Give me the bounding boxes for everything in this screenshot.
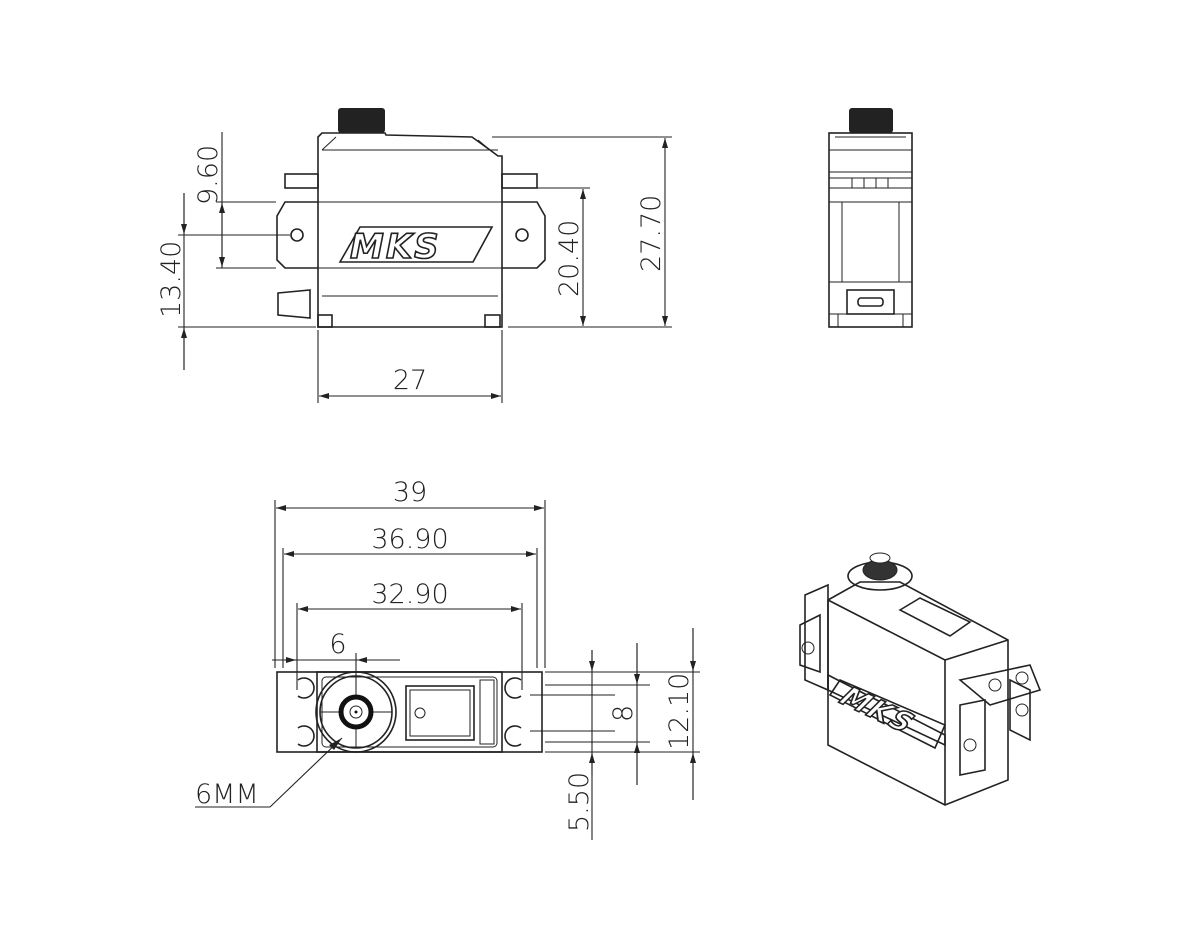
front-view: MKS 9.60 13.40 20.40 (156, 108, 672, 403)
svg-text:27.70: 27.70 (636, 195, 667, 272)
left-mount-slot (297, 677, 315, 747)
left-mount-hole (290, 228, 304, 242)
svg-text:27: 27 (393, 365, 427, 396)
dimension-36-90: 36.90 (282, 524, 538, 668)
dimension-12-10: 12.10 (664, 628, 696, 800)
side-gear-icon (849, 108, 893, 133)
left-mount-ear (276, 201, 318, 269)
dimension-5-50: 5.50 (564, 650, 595, 840)
svg-text:13.40: 13.40 (156, 241, 187, 318)
svg-text:39: 39 (393, 477, 427, 508)
svg-text:6MM: 6MM (195, 779, 259, 810)
bottom-label-plate (405, 685, 475, 741)
svg-text:36.90: 36.90 (371, 524, 448, 555)
dimension-27: 27 (317, 330, 503, 403)
svg-text:9.60: 9.60 (193, 145, 224, 205)
logo-plate (338, 226, 494, 263)
dimension-39: 39 (274, 477, 546, 668)
dimension-13-40: 13.40 (156, 193, 316, 370)
output-gear-icon (338, 108, 385, 133)
side-view (828, 108, 913, 328)
svg-text:6: 6 (329, 629, 346, 660)
shaft-callout: 6MM (195, 737, 343, 810)
svg-text:20.40: 20.40 (554, 220, 585, 297)
dimension-8: 8 (608, 643, 640, 785)
iso-brand-logo: MKS (834, 681, 922, 740)
brand-logo: MKS (350, 227, 441, 267)
left-tab (284, 173, 319, 189)
cable-connector (277, 289, 311, 319)
right-foot (484, 314, 501, 328)
dimension-right-extension-lines (530, 671, 700, 753)
right-tab (501, 173, 538, 189)
bottom-view: 39 36.90 32.90 6 (195, 477, 700, 840)
side-connector-port (846, 289, 895, 315)
dimension-32-90: 32.90 (296, 579, 523, 690)
right-mount-ear (502, 201, 546, 269)
right-mount-hole (515, 228, 529, 242)
left-foot (317, 314, 333, 328)
svg-text:32.90: 32.90 (371, 579, 448, 610)
isometric-view: MKS (799, 552, 1042, 806)
dimension-20-40: 20.40 (508, 187, 672, 328)
svg-text:8: 8 (608, 705, 639, 722)
svg-text:5.50: 5.50 (564, 772, 595, 832)
dimension-27-70: 27.70 (492, 136, 672, 326)
dimension-6: 6 (272, 629, 400, 690)
svg-text:12.10: 12.10 (664, 673, 695, 750)
dimension-9-60: 9.60 (193, 132, 276, 269)
right-mount-slot (504, 677, 522, 747)
